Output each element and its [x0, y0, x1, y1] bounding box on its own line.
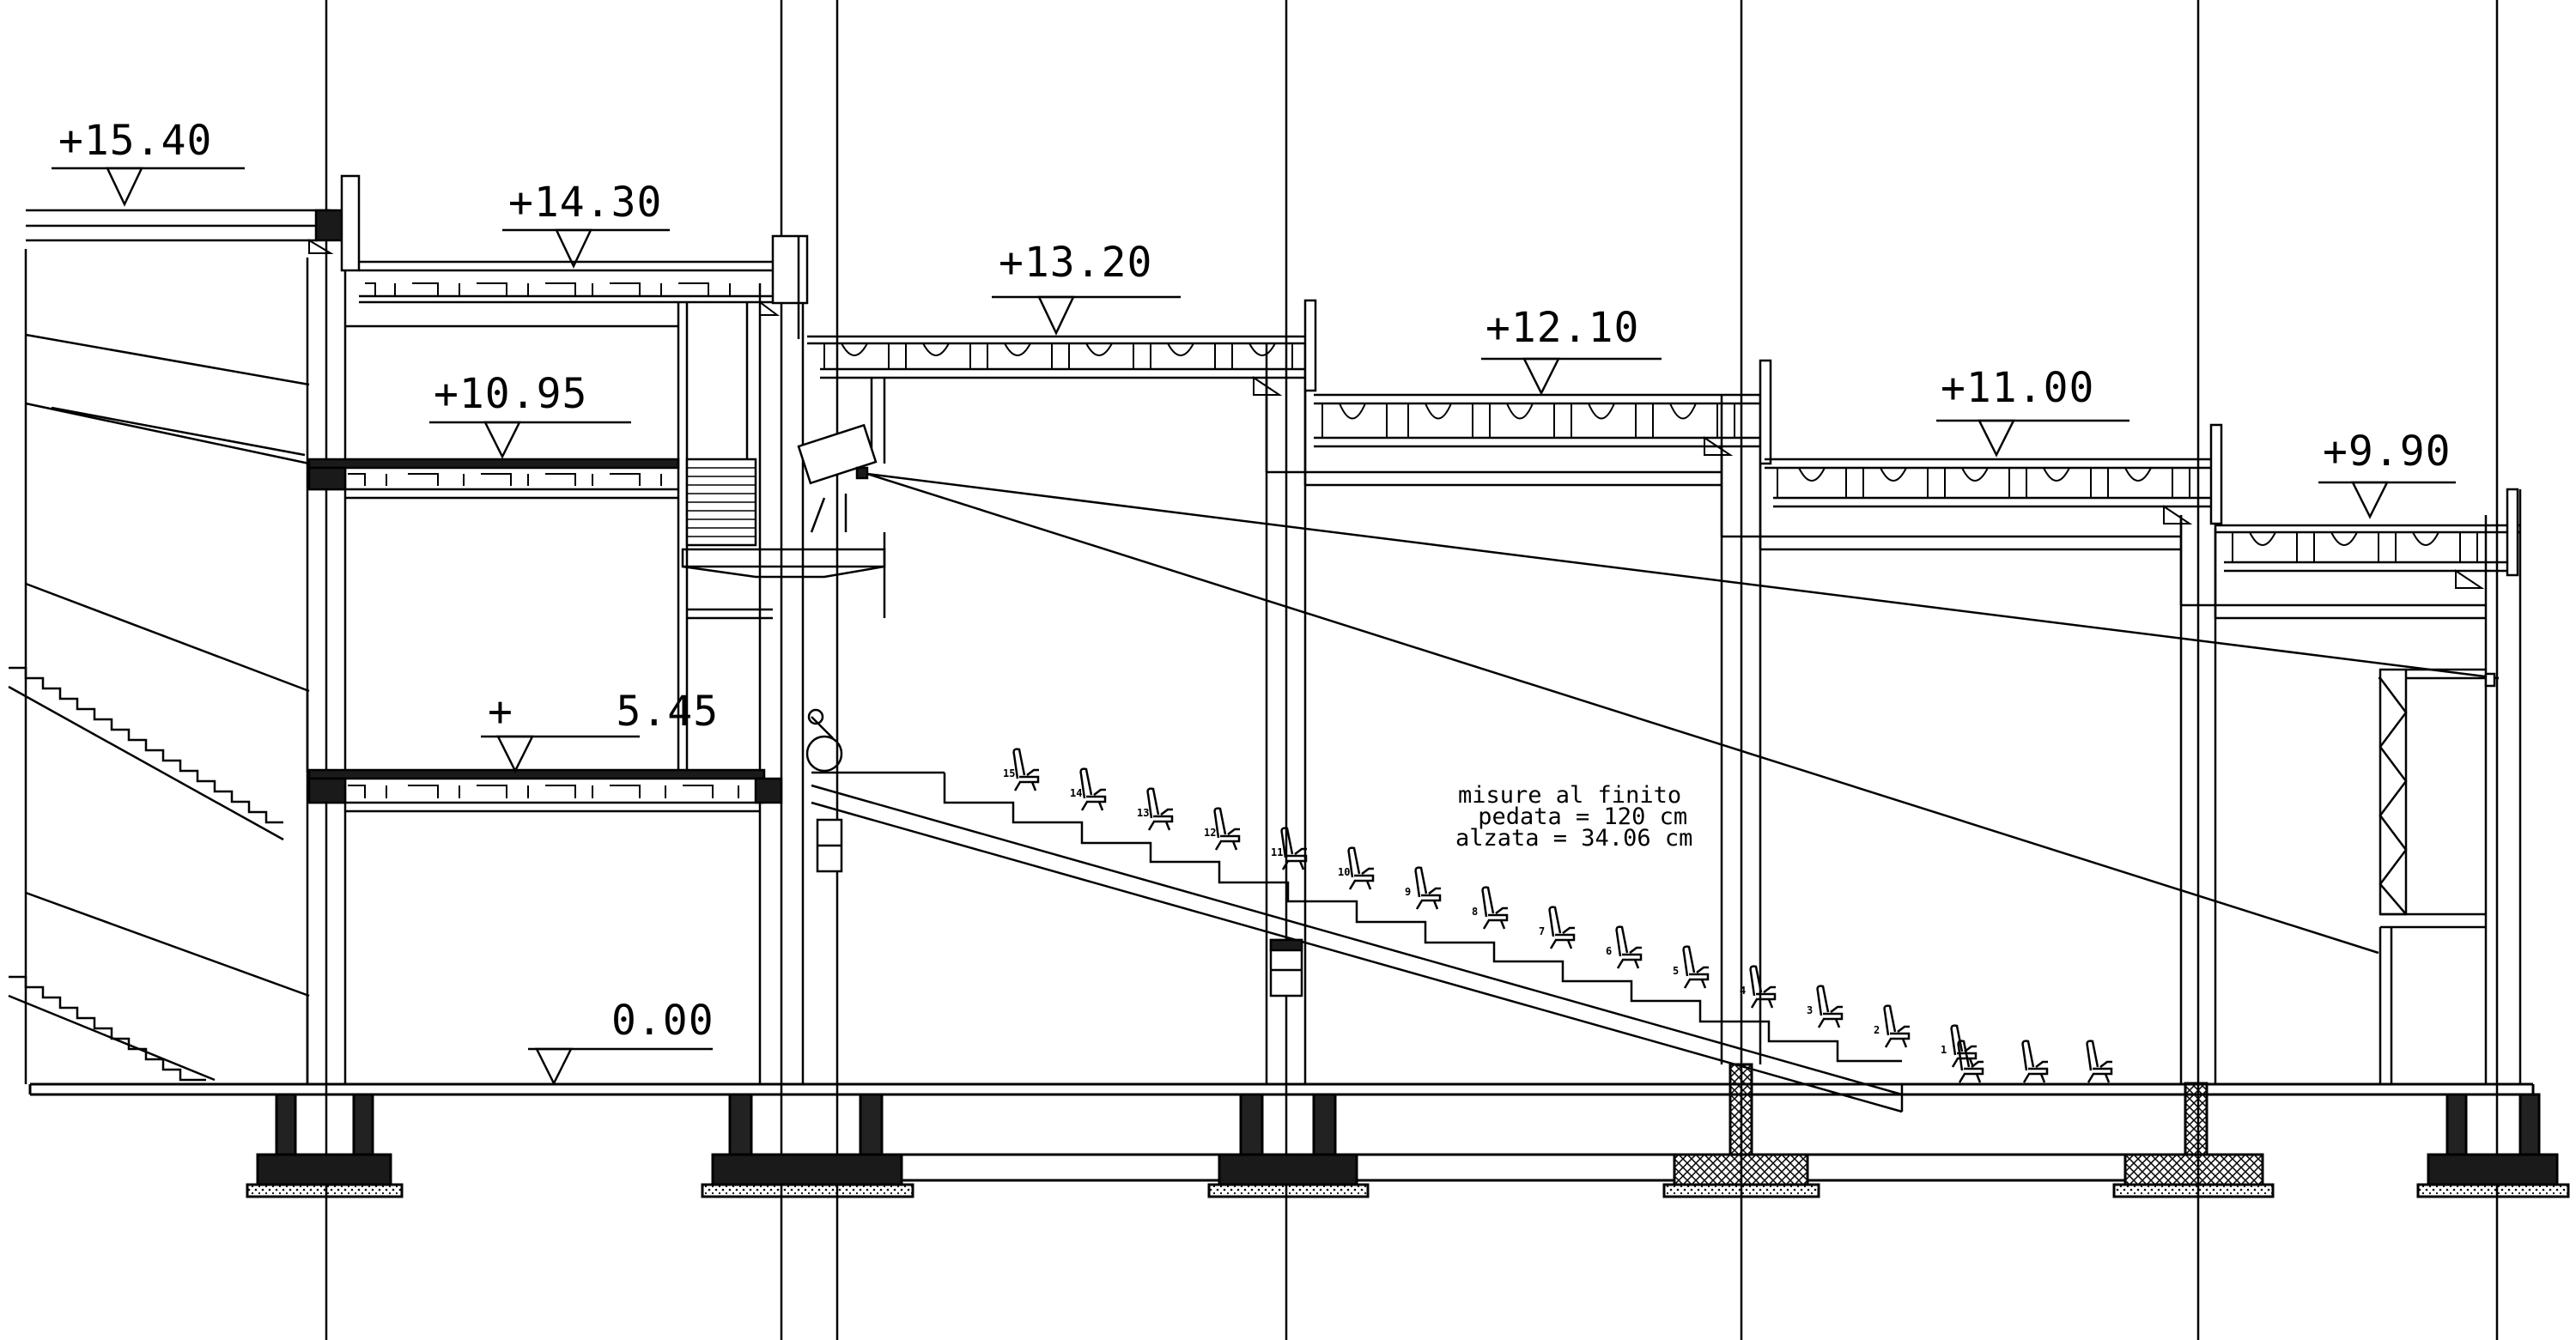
seat	[2086, 1040, 2113, 1083]
elevation-marker-1100: +11.00	[1936, 364, 2129, 458]
note-line-1: misure al finito	[1458, 782, 1681, 809]
seat-row-number: 8	[1472, 906, 1478, 918]
seat	[1146, 787, 1174, 831]
seat-row-number: 3	[1807, 1004, 1813, 1016]
seat-row-number: 2	[1874, 1024, 1880, 1036]
grid-axes	[325, 0, 2499, 1340]
elevation-marker-1320: +13.20	[992, 239, 1181, 336]
elevation-label: + 5.45	[488, 688, 719, 736]
seat	[1213, 807, 1241, 851]
elevation-label: +9.90	[2323, 427, 2451, 476]
seat	[1950, 1024, 1978, 1068]
elevation-label: +15.40	[58, 117, 212, 165]
foundations	[246, 1063, 2570, 1198]
seat	[1481, 886, 1509, 930]
elevation-label: +12.10	[1485, 304, 1639, 352]
auditorium-roof	[807, 299, 2520, 620]
elevation-marker-990: +9.90	[2318, 427, 2456, 519]
sight-lines	[866, 472, 2500, 955]
seat-row-number: 13	[1137, 807, 1149, 819]
elevation-marker-000: 0.00	[528, 997, 714, 1086]
ground-slab	[28, 1082, 2535, 1096]
seat	[1749, 965, 1777, 1009]
seat	[1883, 1004, 1911, 1048]
seat	[1957, 1040, 1984, 1083]
note-line-2: pedata = 120 cm	[1464, 803, 1687, 830]
seat-row-number: 7	[1539, 925, 1545, 937]
elevation-marker-545: + 5.45	[481, 688, 719, 773]
seat-row-number: 11	[1271, 846, 1283, 858]
elevation-marker-1540: +15.40	[52, 117, 245, 207]
office-roof-ribs	[348, 282, 739, 798]
seat	[1548, 906, 1576, 949]
seat-row-number: 15	[1003, 767, 1015, 779]
seat-row-numbers: 15 14 13 12 11 10 9 8 7 6 5 4 3 2 1	[1003, 767, 1947, 1056]
seat	[1615, 925, 1643, 969]
elevation-marker-1095: +10.95	[429, 370, 631, 459]
projection-booth	[797, 423, 878, 533]
seat-row-number: 10	[1338, 866, 1350, 878]
screen-wall	[2379, 668, 2496, 1084]
left-stair-block	[8, 209, 345, 1084]
elevation-marker-1430: +14.30	[502, 179, 670, 269]
seat-row-number: 5	[1673, 965, 1679, 977]
seating-rake	[805, 708, 1904, 1113]
seat	[1280, 827, 1308, 870]
office-block	[307, 174, 886, 813]
elevation-label: +14.30	[508, 179, 662, 227]
dimension-note: misure al finito pedata = 120 cm alzata …	[1455, 782, 1692, 852]
seat-rows	[1012, 748, 2113, 1083]
seat	[1012, 748, 1040, 791]
elevation-label: 0.00	[611, 997, 714, 1045]
elevation-label: +11.00	[1941, 364, 2094, 412]
seat-row-number: 14	[1070, 787, 1082, 799]
seat-row-number: 9	[1405, 886, 1411, 898]
seat	[1347, 846, 1375, 890]
seat-row-number: 6	[1606, 945, 1612, 957]
elevation-label: +10.95	[434, 370, 587, 418]
seat	[1414, 866, 1442, 910]
seat	[1079, 767, 1107, 811]
seat	[1816, 985, 1844, 1028]
elevation-marker-1210: +12.10	[1481, 304, 1662, 396]
roof-coffers	[308, 239, 2485, 589]
seat	[1682, 945, 1710, 989]
columns	[306, 258, 2522, 1084]
note-line-3: alzata = 34.06 cm	[1455, 825, 1692, 852]
elevation-label: +13.20	[999, 239, 1152, 287]
seat-row-number: 1	[1941, 1044, 1947, 1056]
seat-row-number: 12	[1204, 827, 1216, 839]
seat	[2021, 1040, 2049, 1083]
seat-row-number: 4	[1740, 985, 1746, 997]
